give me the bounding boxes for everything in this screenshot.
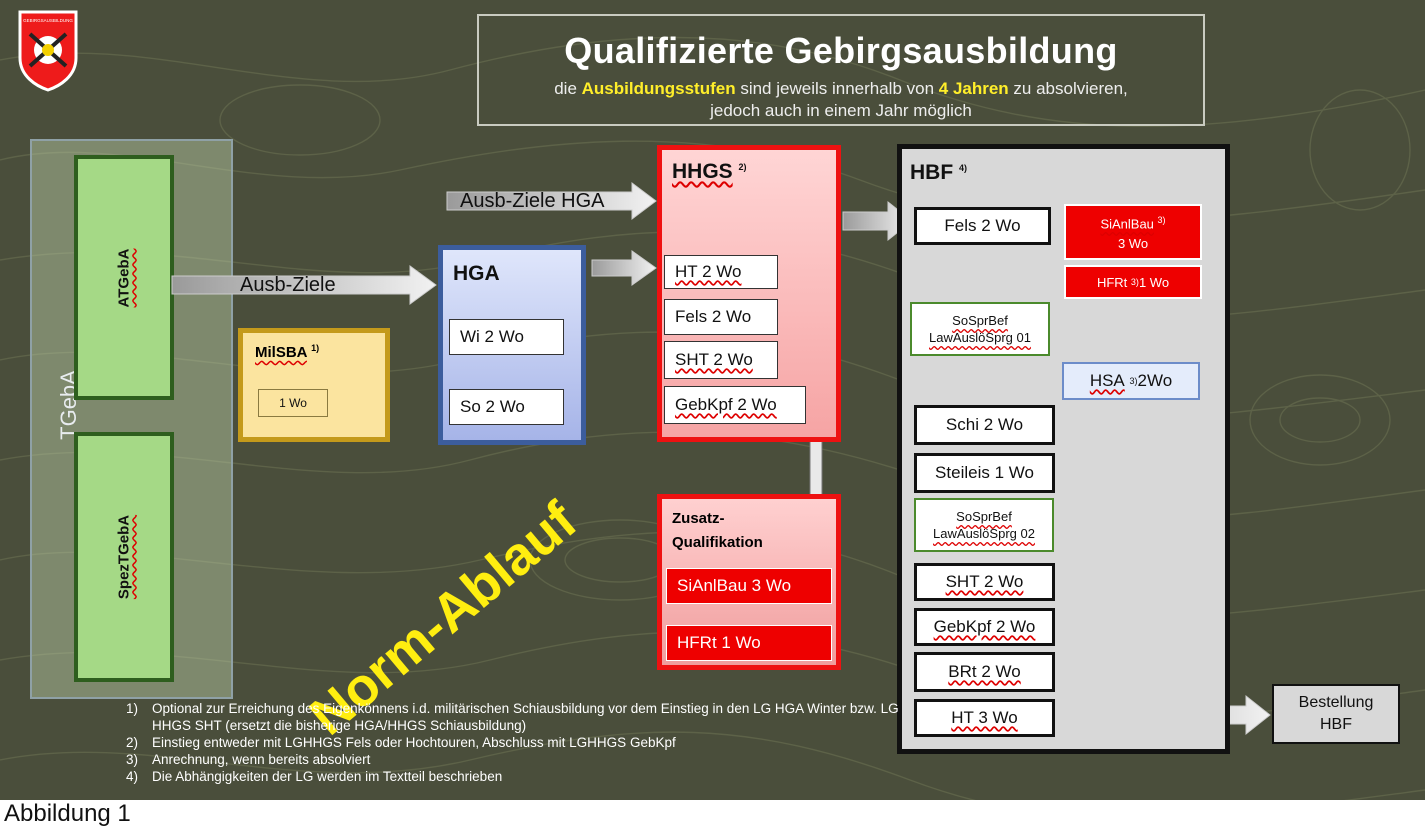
footnote-2: 2)Einstieg entweder mit LGHHGS Fels oder…	[126, 735, 676, 750]
zusatz-item-hfrt: HFRt 1 Wo	[666, 625, 832, 661]
hhgs-box: HHGS 2) HT 2 Wo Fels 2 Wo SHT 2 Wo GebKp…	[657, 145, 841, 442]
hbf-item-sosprbef-02: SoSprBef LawAuslöSprg 02	[914, 498, 1054, 552]
hbf-item-sht: SHT 2 Wo	[914, 563, 1055, 601]
hbf-item-sianlbau: SiAnlBau 3) 3 Wo	[1064, 204, 1202, 260]
hbf-item-schi: Schi 2 Wo	[914, 405, 1055, 445]
milsba-box: MilSBA 1) 1 Wo	[238, 328, 390, 442]
hhgs-item-gebkpf: GebKpf 2 Wo	[664, 386, 806, 424]
speztgeba-box: SpezTGebA	[74, 432, 174, 682]
hbf-item-fels: Fels 2 Wo	[914, 207, 1051, 245]
zusatz-qualifikation-box: Zusatz-Qualifikation SiAnlBau 3 Wo HFRt …	[657, 494, 841, 670]
atgeba-box: ATGebA	[74, 155, 174, 400]
hga-box: HGA Wi 2 Wo So 2 Wo	[438, 245, 586, 445]
hhgs-item-sht: SHT 2 Wo	[664, 341, 778, 379]
title-subtitle: die Ausbildungsstufen sind jeweils inner…	[554, 79, 1128, 120]
unit-logo: GEBIRGSAUSBILDUNG	[18, 10, 78, 92]
diagram-slide: GEBIRGSAUSBILDUNG Qualifizierte Gebirgsa…	[0, 0, 1425, 800]
logo-text: GEBIRGSAUSBILDUNG	[23, 18, 73, 23]
title-box: Qualifizierte Gebirgsausbildung die Ausb…	[477, 14, 1205, 126]
hga-title: HGA	[453, 262, 500, 285]
zusatz-item-sianlbau: SiAnlBau 3 Wo	[666, 568, 832, 604]
hbf-item-sosprbef-01: SoSprBef LawAuslöSprg 01	[910, 302, 1050, 356]
hhgs-item-ht: HT 2 Wo	[664, 255, 778, 289]
milsba-title: MilSBA 1)	[255, 343, 320, 361]
milsba-item: 1 Wo	[258, 389, 328, 417]
hga-item-so: So 2 Wo	[449, 389, 564, 425]
hbf-item-hfrt: HFRt 3) 1 Wo	[1064, 265, 1202, 299]
page-title: Qualifizierte Gebirgsausbildung	[564, 30, 1118, 71]
hbf-title: HBF 4)	[910, 161, 968, 184]
footnote-3: 3)Anrechnung, wenn bereits absolviert	[126, 752, 371, 767]
hbf-item-gebkpf: GebKpf 2 Wo	[914, 608, 1055, 646]
footnote-4: 4)Die Abhängigkeiten der LG werden im Te…	[126, 769, 503, 784]
hbf-item-steileis: Steileis 1 Wo	[914, 453, 1055, 493]
hhgs-title: HHGS 2)	[672, 160, 747, 183]
hhgs-item-fels: Fels 2 Wo	[664, 299, 778, 335]
hbf-item-brt: BRt 2 Wo	[914, 652, 1055, 692]
hbf-item-ht: HT 3 Wo	[914, 699, 1055, 737]
ausb-ziele-hga-label: Ausb-Ziele HGA	[460, 190, 605, 212]
ausb-ziele-label: Ausb-Ziele	[240, 274, 336, 296]
footnote-1: 1)Optional zur Erreichung des Eigenkönne…	[126, 701, 899, 733]
hbf-box: HBF 4) Fels 2 Wo SiAnlBau 3) 3 Wo HFRt 3…	[897, 144, 1230, 754]
figure-caption: Abbildung 1	[4, 800, 131, 827]
hga-item-wi: Wi 2 Wo	[449, 319, 564, 355]
footnotes: 1)Optional zur Erreichung des Eigenkönne…	[126, 700, 906, 785]
hbf-item-hsa: HSA 3) 2Wo	[1062, 362, 1200, 400]
zusatz-title: Zusatz-Qualifikation	[672, 510, 763, 551]
